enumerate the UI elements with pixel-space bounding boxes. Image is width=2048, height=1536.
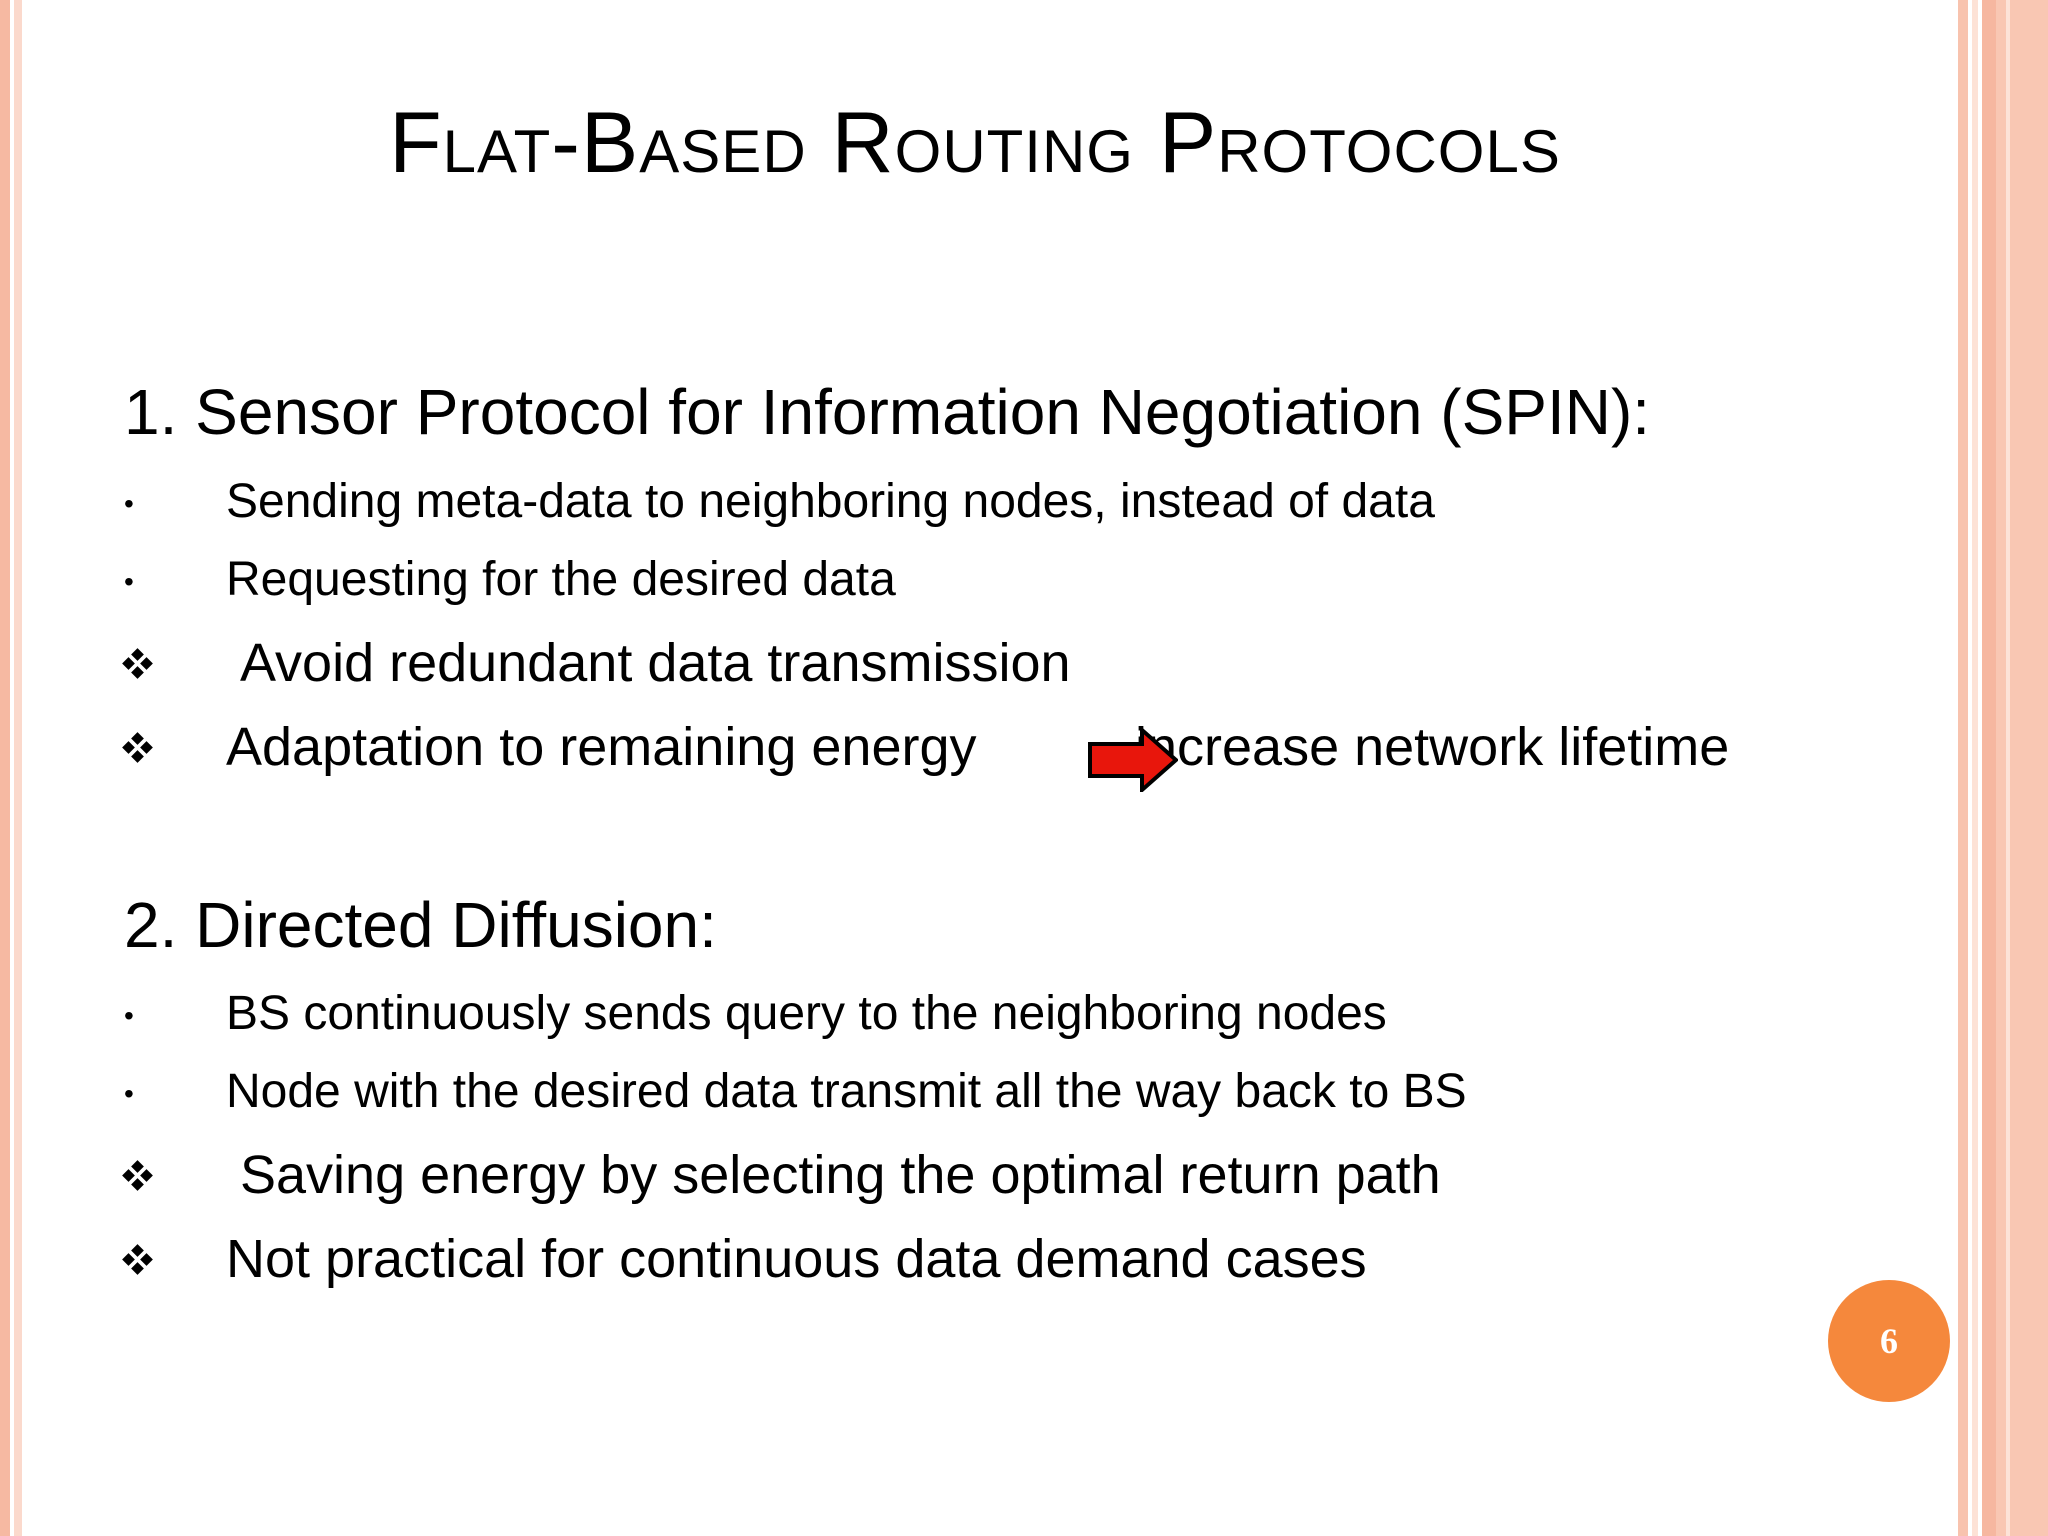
right-border-stripe — [1996, 0, 2048, 1536]
section-heading-directed-diffusion: 2. Directed Diffusion: — [124, 889, 717, 961]
left-border-stripe — [0, 0, 10, 1536]
bullet-dot-icon: • — [124, 1078, 134, 1109]
four-diamond-icon — [122, 1160, 153, 1191]
bullet-dot-icon: • — [124, 566, 134, 597]
left-border-stripe-inner — [14, 0, 22, 1536]
right-arrow-icon — [1088, 728, 1178, 792]
section-heading-spin: 1. Sensor Protocol for Information Negot… — [124, 376, 1651, 448]
slide-title: Flat-Based Routing Protocols — [389, 95, 1561, 191]
four-diamond-icon — [122, 648, 153, 679]
right-border-stripe — [1982, 0, 1996, 1536]
right-border-stripe — [1958, 0, 1968, 1536]
page-number-badge: 6 — [1828, 1280, 1950, 1402]
right-border-stripe — [1972, 0, 1978, 1536]
four-diamond-icon — [122, 732, 153, 763]
right-border-stripe — [2006, 0, 2010, 1536]
bullet-dot-icon: • — [124, 1000, 134, 1031]
four-diamond-icon — [122, 1244, 153, 1275]
bullet-dot-icon: • — [124, 488, 134, 519]
